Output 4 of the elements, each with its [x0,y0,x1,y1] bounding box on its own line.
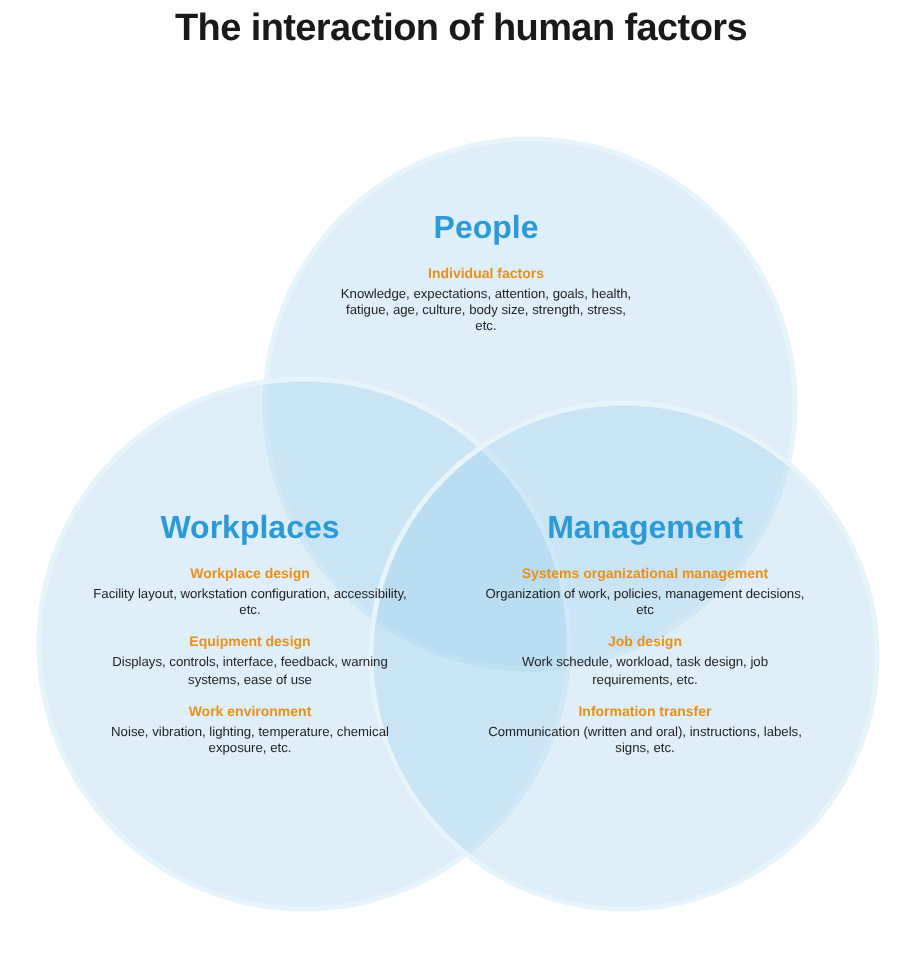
circle-heading: Workplaces [160,512,340,548]
circle-heading: People [433,212,539,248]
diagram-title: The interaction of human factors [173,8,749,52]
circle-heading: Management [547,512,743,548]
